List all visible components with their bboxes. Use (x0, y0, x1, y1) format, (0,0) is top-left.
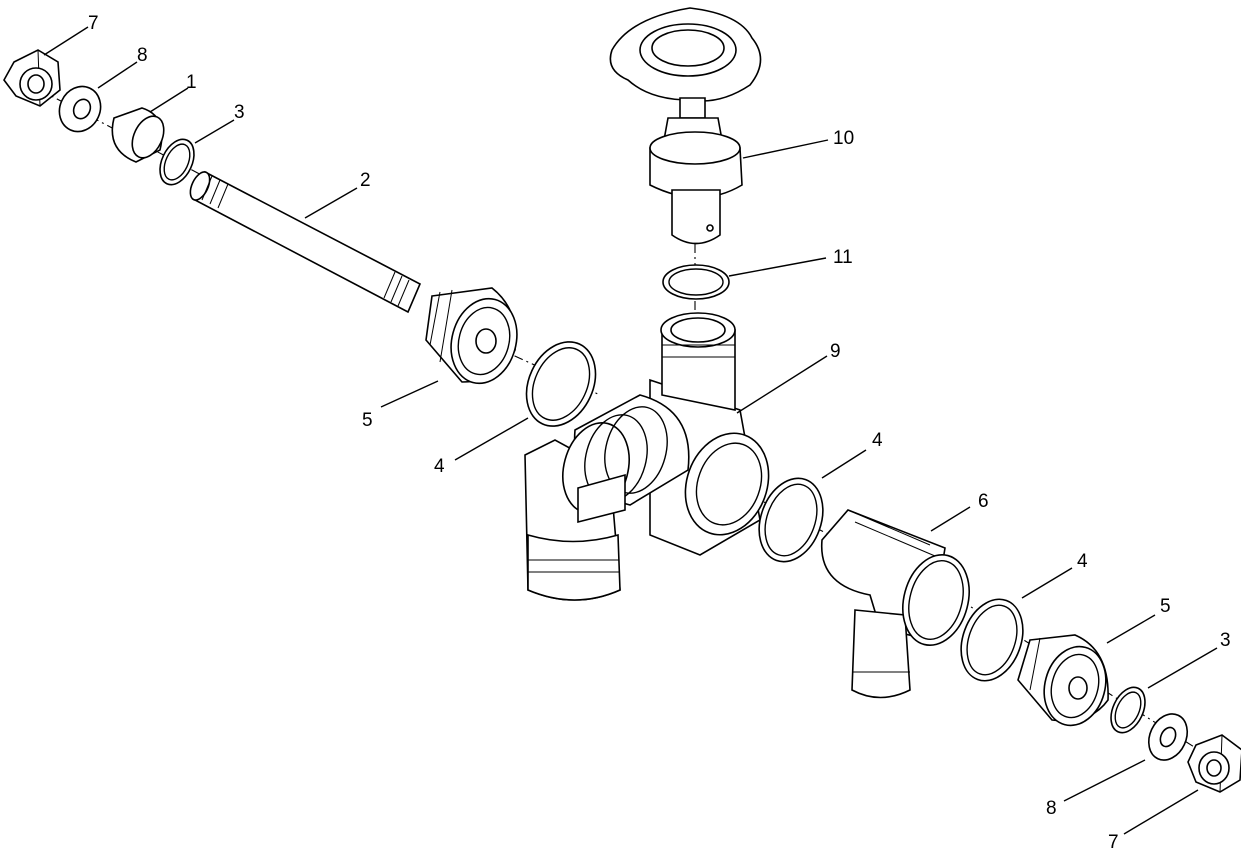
washer-lower (1147, 713, 1189, 761)
callout-8-upper: 8 (137, 45, 148, 66)
callout-4-middle: 4 (872, 430, 883, 451)
o-ring-lower (960, 598, 1024, 682)
callout-10: 10 (833, 128, 854, 149)
callout-1: 1 (186, 72, 197, 93)
callout-7-lower: 7 (1108, 832, 1119, 853)
shaft (189, 170, 422, 314)
callout-3-upper: 3 (234, 102, 245, 123)
callout-8-lower: 8 (1046, 798, 1057, 819)
callout-6: 6 (978, 491, 989, 512)
o-ring-middle (758, 477, 824, 563)
o-ring-stem (662, 264, 730, 300)
callout-3-lower: 3 (1220, 630, 1231, 651)
callout-2: 2 (360, 170, 371, 191)
callout-7-upper: 7 (88, 13, 99, 34)
o-ring-left (525, 341, 597, 427)
cap-nut-lower (1017, 634, 1109, 727)
o-ring-small-lower (1110, 686, 1146, 734)
callout-4-left: 4 (434, 456, 445, 477)
callout-5-upper: 5 (362, 410, 373, 431)
hex-nut-lower (1187, 734, 1241, 793)
callout-5-lower: 5 (1160, 596, 1171, 617)
elbow-fitting (820, 509, 970, 699)
callout-9: 9 (830, 341, 841, 362)
leader-lines (43, 26, 1218, 835)
hex-nut-upper (3, 49, 61, 107)
callout-labels: 7 8 1 3 2 10 11 9 5 4 4 6 4 5 3 8 7 (88, 13, 1231, 853)
callout-4-lower: 4 (1077, 551, 1088, 572)
washer-upper (58, 85, 102, 133)
callout-11: 11 (833, 247, 853, 268)
o-ring-upper (159, 138, 195, 186)
valve-stem-assembly (609, 7, 762, 245)
valve-body (524, 312, 770, 601)
sleeve (111, 107, 165, 163)
cap-nut-upper (425, 287, 518, 385)
